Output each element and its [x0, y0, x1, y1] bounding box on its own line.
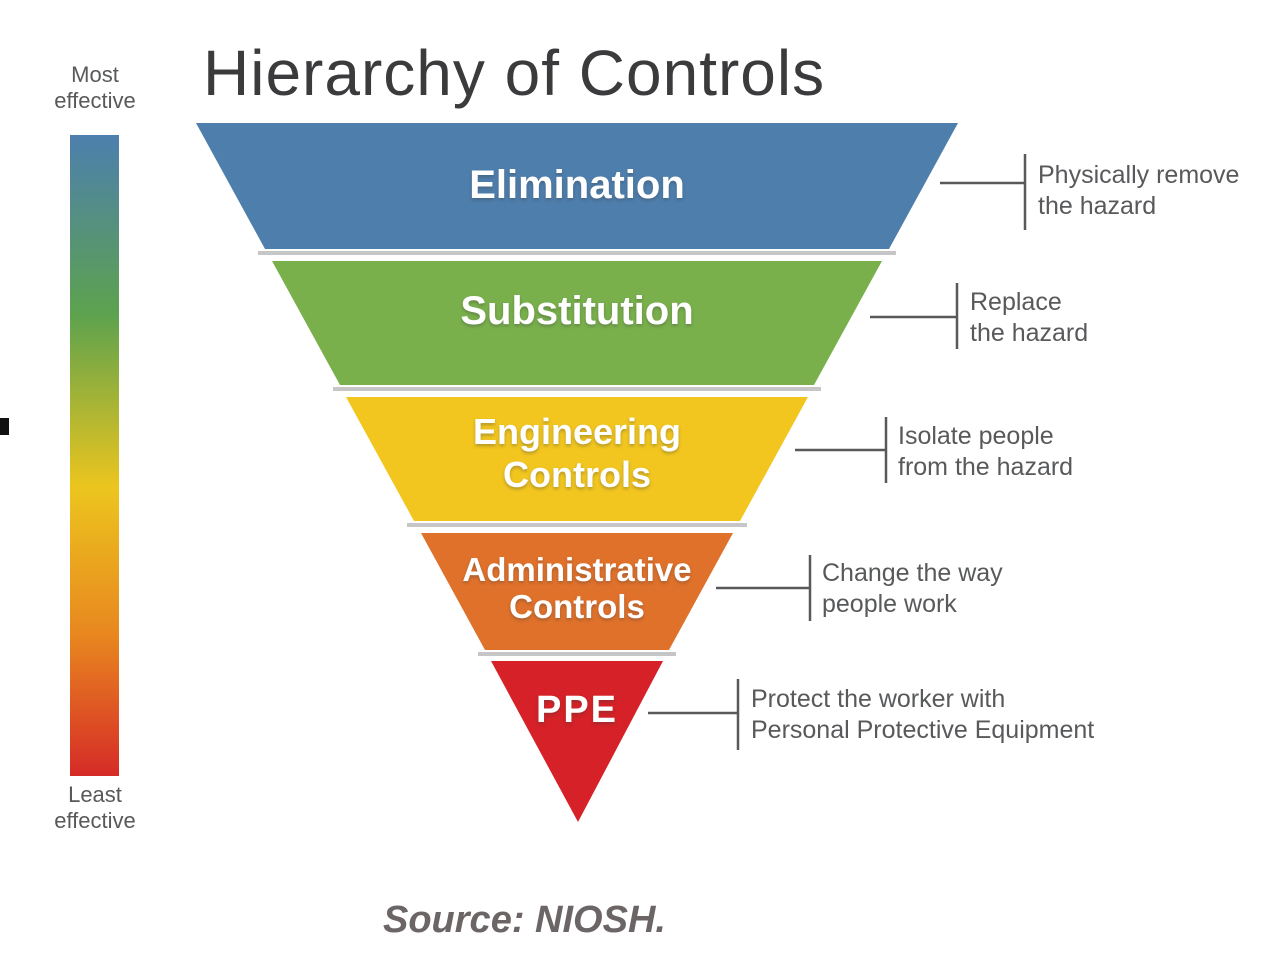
least-effective-label: Least effective [54, 782, 136, 833]
annotation-line: Change the way [822, 559, 1003, 587]
annotation-line: the hazard [970, 319, 1089, 347]
tier-label-ppe: PPE [535, 689, 619, 731]
annotation-administrative-controls: Change the way people work [822, 558, 1003, 620]
tier-label-elimination: Elimination [469, 163, 685, 207]
annotation-engineering-controls: Isolate people from the hazard [898, 421, 1073, 483]
effectiveness-gradient-bar [70, 135, 119, 776]
annotation-elimination: Physically remove the hazard [1038, 160, 1239, 222]
annotation-line: people work [822, 590, 957, 618]
annotation-substitution: Replace the hazard [970, 287, 1088, 349]
page-title: Hierarchy of Controls [203, 37, 826, 109]
annotation-line: the hazard [1038, 192, 1157, 220]
annotation-line: Protect the worker with [751, 685, 1006, 713]
annotation-line: Isolate people [898, 422, 1054, 450]
tier-substitution-shape [272, 261, 882, 385]
list-bullet-fragment [0, 418, 9, 435]
tier-label-engineering-controls: Engineering Controls [472, 411, 682, 495]
tier-ppe-shape [491, 661, 663, 822]
source-credit: Source: NIOSH. [383, 899, 666, 941]
annotation-ppe: Protect the worker with Personal Protect… [751, 684, 1094, 746]
tier-elimination-shape [196, 123, 958, 249]
tier-engineering-controls-shape [346, 397, 808, 521]
tier-label-substitution: Substitution [460, 289, 694, 333]
annotation-line: Physically remove [1038, 161, 1240, 189]
tier-administrative-controls-shape [421, 533, 733, 650]
annotation-line: from the hazard [898, 453, 1074, 481]
annotation-line: Replace [970, 288, 1062, 316]
most-effective-label: Most effective [54, 62, 136, 113]
annotation-line: Personal Protective Equipment [751, 716, 1095, 744]
tier-label-administrative-controls: Administrative Controls [462, 551, 692, 625]
